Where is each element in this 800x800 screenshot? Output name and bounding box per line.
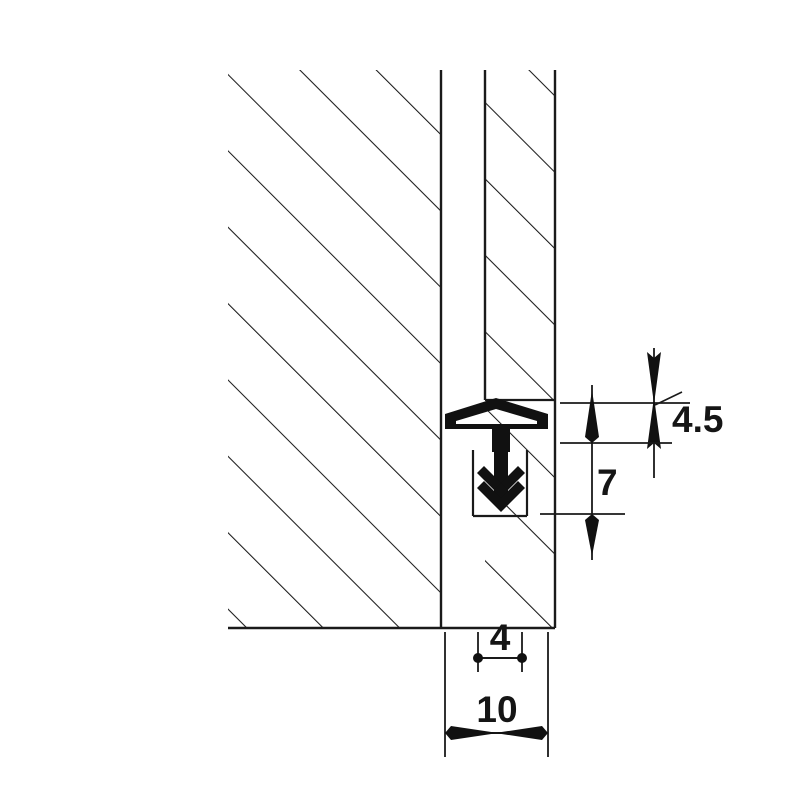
dim-4-5-label: 4.5 [672,399,723,440]
groove-walls [471,450,529,518]
dim-7-arrow-top [585,390,599,443]
profile-barb-upper-left [477,466,501,490]
profile-barb-upper-right [501,466,525,490]
left-member-hatched-section [228,70,443,630]
profile-head [445,398,548,452]
dim-4-5-arrow-bottom [647,397,661,449]
dim-10-arrow-right [495,726,548,740]
dim-4-dot-right [517,653,527,663]
t-profile-insert [445,398,548,512]
dim-4-dot-left [473,653,483,663]
profile-barb-lower-left [477,481,501,512]
dim-4-5-leader-tick [654,391,683,406]
dim-10-label: 10 [476,689,517,730]
dimension-7: 7 [540,385,625,560]
profile-barb-lower-right [501,481,525,512]
dimension-4: 4 [473,617,527,672]
dim-4-label: 4 [490,617,511,658]
dim-7-label: 7 [597,462,618,503]
dimension-10: 10 [444,632,549,757]
dim-10-arrow-left [445,726,498,740]
dimension-4-5: 4.5 [560,348,723,478]
dim-7-arrow-bottom [585,514,599,556]
dim-4-5-arrow-top [647,352,661,404]
profile-stem-shaft [494,450,508,498]
